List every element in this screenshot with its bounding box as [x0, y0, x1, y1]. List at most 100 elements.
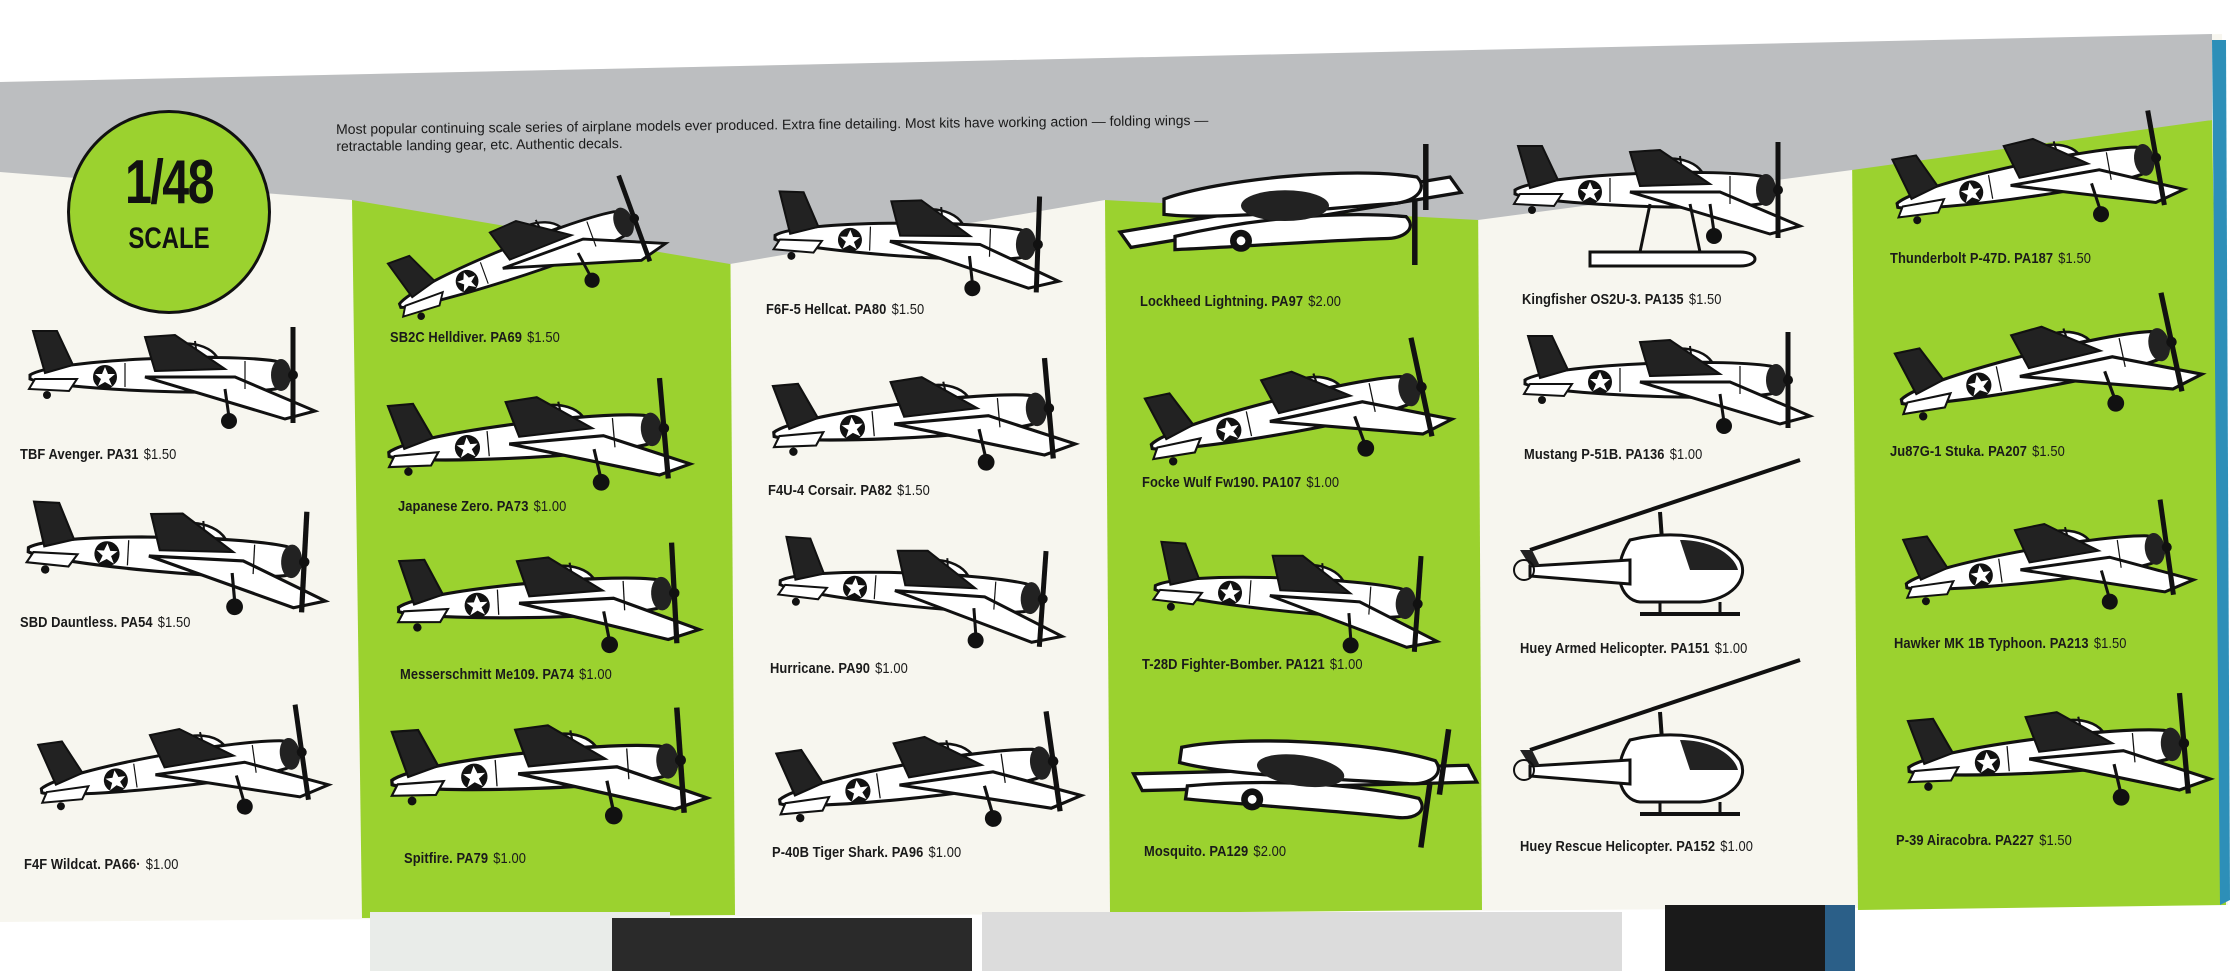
- plane-illustration: [396, 542, 705, 654]
- gray-header-band: [0, 34, 2212, 264]
- kit-price: $1.00: [1669, 446, 1703, 463]
- plane-illustration: [1151, 540, 1442, 654]
- kit-name: Japanese Zero. PA73: [398, 498, 529, 515]
- scale-word: SCALE: [128, 222, 210, 255]
- kit-price: $1.00: [533, 498, 567, 515]
- kit-label: Thunderbolt P-47D. PA187$1.50: [1890, 250, 2091, 267]
- kit-name: F6F-5 Hellcat. PA80: [766, 301, 887, 318]
- plane-illustration: [386, 377, 696, 491]
- kit-label: Kingfisher OS2U-3. PA135$1.50: [1522, 291, 1722, 308]
- plane-illustration: [1901, 499, 2199, 610]
- kit-label: Mosquito. PA129$2.00: [1144, 843, 1286, 860]
- kit-name: TBF Avenger. PA31: [20, 446, 139, 463]
- kit-label: SBD Dauntless. PA54$1.50: [20, 614, 190, 631]
- kit-name: Lockheed Lightning. PA97: [1140, 293, 1304, 310]
- kit-name: Huey Rescue Helicopter. PA152: [1520, 838, 1716, 855]
- plane-illustration: [776, 535, 1067, 649]
- kit-price: $1.00: [1720, 838, 1754, 855]
- kit-price: $2.00: [1253, 843, 1287, 860]
- kit-label: Ju87G-1 Stuka. PA207 $1.50: [1890, 443, 2065, 460]
- kit-label: Japanese Zero. PA73$1.00: [398, 498, 566, 515]
- kit-price: $1.00: [145, 856, 179, 873]
- kit-label: TBF Avenger. PA31$1.50: [20, 446, 176, 463]
- kit-name: Hawker MK 1B Typhoon. PA213: [1894, 635, 2089, 652]
- kit-price: $1.50: [2032, 443, 2065, 460]
- kit-label: Huey Armed Helicopter. PA151$1.00: [1520, 640, 1747, 657]
- kit-name: Messerschmitt Me109. PA74: [400, 666, 575, 683]
- kit-price: $1.50: [143, 446, 177, 463]
- kit-name: Thunderbolt P-47D. PA187: [1890, 250, 2054, 267]
- kit-label: Huey Rescue Helicopter. PA152$1.00: [1520, 838, 1753, 855]
- kit-label: Hurricane. PA90$1.00: [770, 660, 908, 677]
- kit-name: Focke Wulf Fw190. PA107: [1142, 474, 1302, 491]
- kit-label: F4F Wildcat. PA66·$1.00: [24, 856, 178, 873]
- kit-name: Hurricane. PA90: [770, 660, 871, 677]
- kit-price: $1.00: [493, 850, 527, 867]
- kit-price: $1.50: [891, 301, 925, 318]
- kit-label: P-39 Airacobra. PA227$1.50: [1896, 832, 2072, 849]
- kit-name: P-40B Tiger Shark. PA96: [772, 844, 924, 861]
- kit-price: $1.00: [579, 666, 612, 683]
- kit-label: F6F-5 Hellcat. PA80$1.50: [766, 301, 924, 318]
- plane-illustration: [24, 500, 331, 616]
- plane-illustration: [771, 357, 1081, 471]
- kit-name: Mustang P-51B. PA136: [1524, 446, 1665, 463]
- kit-label: Focke Wulf Fw190. PA107$1.00: [1142, 474, 1339, 491]
- kit-name: T-28D Fighter-Bomber. PA121: [1142, 656, 1325, 673]
- plane-illustration: [386, 174, 670, 320]
- kit-name: Mosquito. PA129: [1144, 843, 1249, 860]
- kit-label: F4U-4 Corsair. PA82$1.50: [768, 482, 930, 499]
- plane-illustration: [1143, 337, 1457, 466]
- kit-price: $1.50: [1688, 291, 1722, 308]
- kit-label: Mustang P-51B. PA136$1.00: [1524, 446, 1702, 463]
- kit-label: Lockheed Lightning. PA97$2.00: [1140, 293, 1341, 310]
- kit-price: $1.50: [2093, 635, 2127, 652]
- green-panel-6: [1852, 120, 2226, 910]
- kit-price: $1.50: [2039, 832, 2072, 849]
- plane-illustration: [1513, 658, 1801, 816]
- scale-badge: 1/48 SCALE: [67, 110, 271, 314]
- plane-illustration: [390, 707, 713, 825]
- scale-number: 1/48: [125, 148, 214, 217]
- kit-price: $1.50: [157, 614, 191, 631]
- plane-illustration: [1522, 332, 1815, 434]
- kit-label: T-28D Fighter-Bomber. PA121$1.00: [1142, 656, 1363, 673]
- plane-illustration: [27, 327, 320, 429]
- plane-illustration: [1893, 292, 2207, 421]
- plane-illustration: [1513, 458, 1801, 616]
- plane-illustration: [1117, 143, 1464, 266]
- plane-illustration: [771, 190, 1064, 297]
- kit-name: SB2C Helldiver. PA69: [390, 329, 522, 346]
- kit-price: $1.00: [1329, 656, 1363, 673]
- kit-name: Ju87G-1 Stuka. PA207: [1890, 443, 2027, 460]
- kit-price: $1.00: [1714, 640, 1748, 657]
- kit-price: $1.50: [527, 329, 560, 346]
- kit-price: $1.00: [928, 844, 962, 861]
- kit-name: P-39 Airacobra. PA227: [1896, 832, 2035, 849]
- kit-name: SBD Dauntless. PA54: [20, 614, 153, 631]
- kit-name: F4U-4 Corsair. PA82: [768, 482, 893, 499]
- kit-label: Messerschmitt Me109. PA74$1.00: [400, 666, 612, 683]
- plane-illustration: [774, 711, 1087, 827]
- kit-label: Hawker MK 1B Typhoon. PA213$1.50: [1894, 635, 2127, 652]
- kit-name: Spitfire. PA79: [404, 850, 489, 867]
- plane-illustration: [1890, 110, 2189, 225]
- kit-price: $1.50: [2058, 250, 2091, 267]
- kit-price: $1.50: [897, 482, 930, 499]
- kit-name: Huey Armed Helicopter. PA151: [1520, 640, 1710, 657]
- kit-label: Spitfire. PA79$1.00: [404, 850, 526, 867]
- green-panel-2: [352, 196, 735, 918]
- kit-name: F4F Wildcat. PA66·: [24, 856, 141, 873]
- kit-label: SB2C Helldiver. PA69 $1.50: [390, 329, 560, 346]
- plane-illustration: [1906, 692, 2216, 806]
- kit-price: $1.00: [1306, 474, 1340, 491]
- green-panel-4: [1105, 190, 1482, 913]
- kit-label: P-40B Tiger Shark. PA96$1.00: [772, 844, 961, 861]
- plane-illustration: [1512, 142, 1805, 268]
- kit-name: Kingfisher OS2U-3. PA135: [1522, 291, 1684, 308]
- kit-price: $2.00: [1308, 293, 1341, 310]
- plane-illustration: [36, 704, 334, 815]
- plane-illustration: [1130, 728, 1480, 848]
